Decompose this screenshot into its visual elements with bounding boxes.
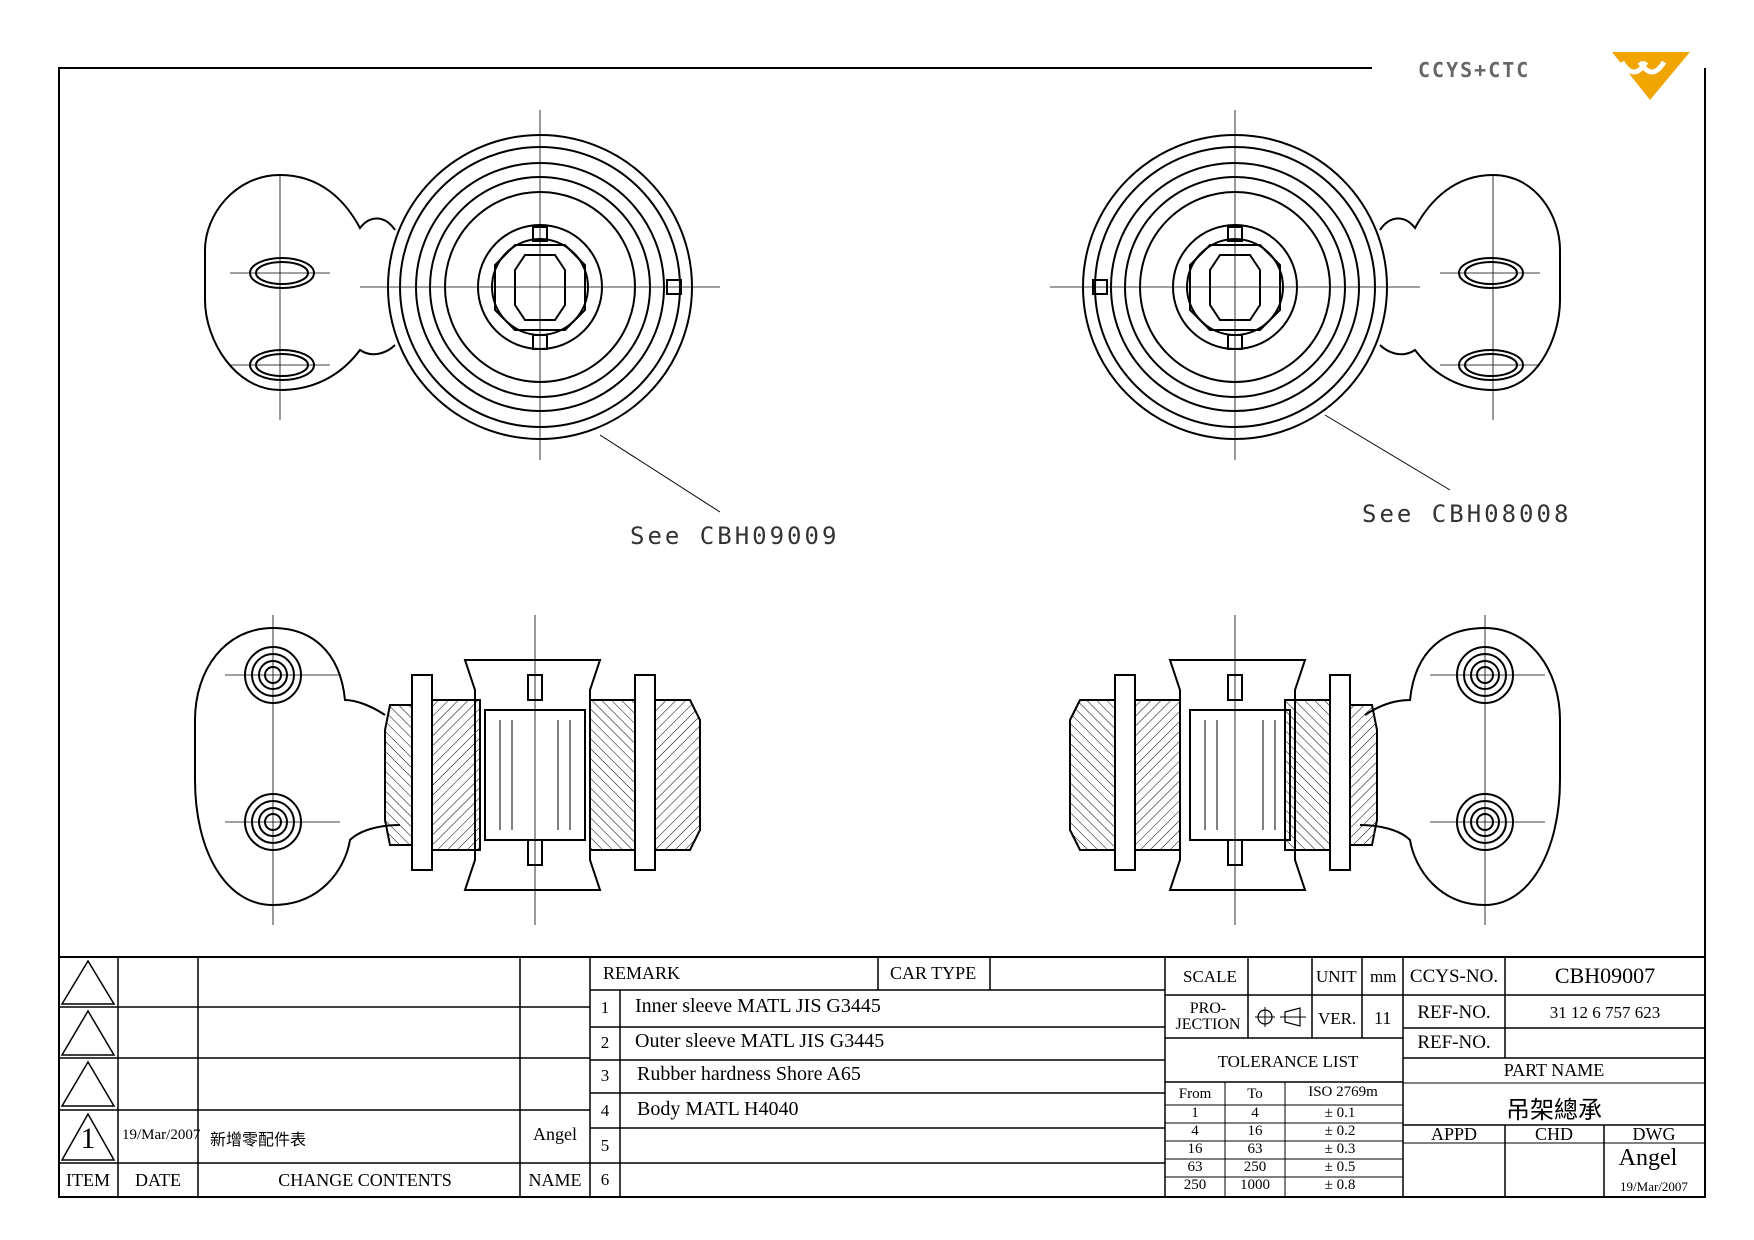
ref-no-label: REF-NO. [1417, 1002, 1491, 1023]
part-name-value: 吊架總承 [1506, 1098, 1602, 1124]
tolerance-from: 250 [1183, 1177, 1207, 1193]
top-right-view [1050, 110, 1561, 491]
tolerance-to: 250 [1243, 1159, 1267, 1175]
remark-header: REMARK [603, 963, 681, 983]
unit-label: UNIT [1316, 967, 1357, 986]
version-label: VER. [1318, 1009, 1357, 1028]
remark-no: 1 [600, 998, 610, 1017]
chd-label: CHD [1534, 1124, 1574, 1144]
tolerance-from-header: From [1178, 1086, 1212, 1102]
change-contents-header: CHANGE CONTENTS [278, 1170, 452, 1190]
revision-triangles [60, 959, 116, 1161]
top-left-view [204, 110, 721, 513]
ccys-no-value: CBH09007 [1554, 963, 1656, 988]
bottom-right-section [1069, 615, 1561, 925]
tolerance-title: TOLERANCE LIST [1217, 1052, 1359, 1071]
revision-name: Angel [533, 1124, 577, 1144]
tolerance-value: ± 0.8 [1324, 1177, 1356, 1193]
revision-contents: 新增零配件表 [210, 1132, 307, 1149]
remark-no: 6 [600, 1170, 610, 1189]
tolerance-from: 16 [1187, 1141, 1203, 1157]
unit-value: mm [1370, 967, 1397, 986]
callout-right: See CBH08008 [1362, 500, 1572, 528]
remark-text: Rubber hardness Shore A65 [637, 1063, 861, 1085]
dwg-date: 19/Mar/2007 [1620, 1179, 1688, 1194]
tolerance-from: 1 [1191, 1105, 1199, 1121]
tolerance-to-header: To [1247, 1086, 1263, 1102]
remark-text: Inner sleeve MATL JIS G3445 [635, 995, 881, 1017]
tolerance-from: 4 [1191, 1123, 1199, 1139]
part-name-label: PART NAME [1503, 1060, 1605, 1080]
name-header: NAME [528, 1170, 582, 1190]
ref-no-value: 31 12 6 757 623 [1549, 1003, 1661, 1022]
revision-item-number: 1 [80, 1122, 96, 1155]
logo-mark [1612, 52, 1690, 100]
scale-label: SCALE [1183, 967, 1237, 986]
tolerance-std-header: ISO 2769m [1308, 1084, 1378, 1100]
projection-label-1: PRO- [1189, 1000, 1227, 1017]
ref-no-2-label: REF-NO. [1417, 1032, 1491, 1053]
tolerance-to: 1000 [1240, 1177, 1270, 1193]
ccys-no-label: CCYS-NO. [1409, 966, 1499, 987]
tolerance-to: 4 [1251, 1105, 1259, 1121]
tolerance-to: 16 [1247, 1123, 1263, 1139]
car-type-label: CAR TYPE [890, 963, 977, 983]
remark-no: 4 [600, 1101, 610, 1120]
revision-date: 19/Mar/2007 [122, 1127, 201, 1143]
callout-left: See CBH09009 [630, 522, 840, 550]
remark-text: Body MATL H4040 [637, 1098, 799, 1120]
remark-text: Outer sleeve MATL JIS G3445 [635, 1030, 885, 1052]
title-block-grid [59, 956, 1705, 1197]
bottom-left-section [194, 615, 701, 925]
remark-no: 2 [600, 1033, 610, 1052]
tolerance-from: 63 [1187, 1159, 1203, 1175]
company-logo-text: CCYS+CTC [1418, 58, 1531, 82]
appd-label: APPD [1430, 1124, 1478, 1144]
date-header: DATE [135, 1170, 181, 1190]
tolerance-value: ± 0.1 [1324, 1105, 1356, 1121]
tolerance-value: ± 0.3 [1324, 1141, 1356, 1157]
tolerance-to: 63 [1247, 1141, 1263, 1157]
item-header: ITEM [66, 1170, 110, 1190]
version-value: 11 [1374, 1008, 1392, 1028]
remark-no: 5 [600, 1136, 610, 1155]
tolerance-value: ± 0.5 [1324, 1159, 1356, 1175]
dwg-label: DWG [1632, 1124, 1676, 1144]
projection-label-2: JECTION [1175, 1016, 1241, 1033]
dwg-name: Angel [1618, 1145, 1678, 1171]
drawing-border [58, 67, 1706, 1198]
remark-no: 3 [600, 1066, 610, 1085]
tolerance-value: ± 0.2 [1324, 1123, 1356, 1139]
